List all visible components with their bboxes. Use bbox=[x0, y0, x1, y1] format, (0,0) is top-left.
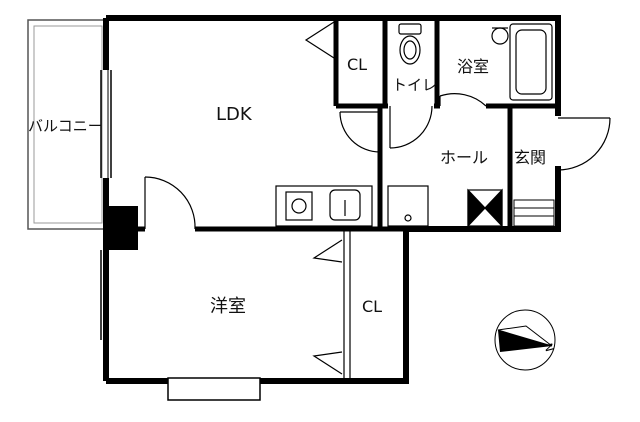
hall-label: ホール bbox=[440, 148, 488, 167]
laundry-space bbox=[387, 185, 429, 227]
bathroom-label: 浴室 bbox=[457, 57, 489, 76]
entrance-label: 玄関 bbox=[514, 148, 546, 167]
closet-top-doors bbox=[304, 21, 335, 59]
balcony-label: バルコニー bbox=[28, 117, 103, 135]
shoe-cabinet bbox=[467, 188, 503, 228]
toilet-fixture bbox=[398, 23, 422, 65]
western-room-label: 洋室 bbox=[210, 296, 246, 317]
entrance-step bbox=[511, 112, 555, 227]
compass-icon: N bbox=[494, 309, 556, 371]
balcony-window bbox=[100, 70, 112, 178]
closet-top-label: CL bbox=[347, 55, 367, 74]
ldk-label: LDK bbox=[216, 104, 253, 125]
toilet-label: トイレ bbox=[392, 76, 437, 94]
kitchen-counter bbox=[275, 185, 373, 227]
closet-bottom-label: CL bbox=[362, 297, 382, 316]
door-openings bbox=[145, 103, 562, 233]
bathtub bbox=[491, 23, 553, 101]
bottom-window bbox=[167, 377, 261, 401]
closet-bottom bbox=[312, 231, 351, 378]
structural-column bbox=[104, 206, 138, 250]
doors bbox=[144, 93, 611, 230]
balcony bbox=[27, 19, 109, 230]
compass-north-label: N bbox=[541, 342, 556, 353]
